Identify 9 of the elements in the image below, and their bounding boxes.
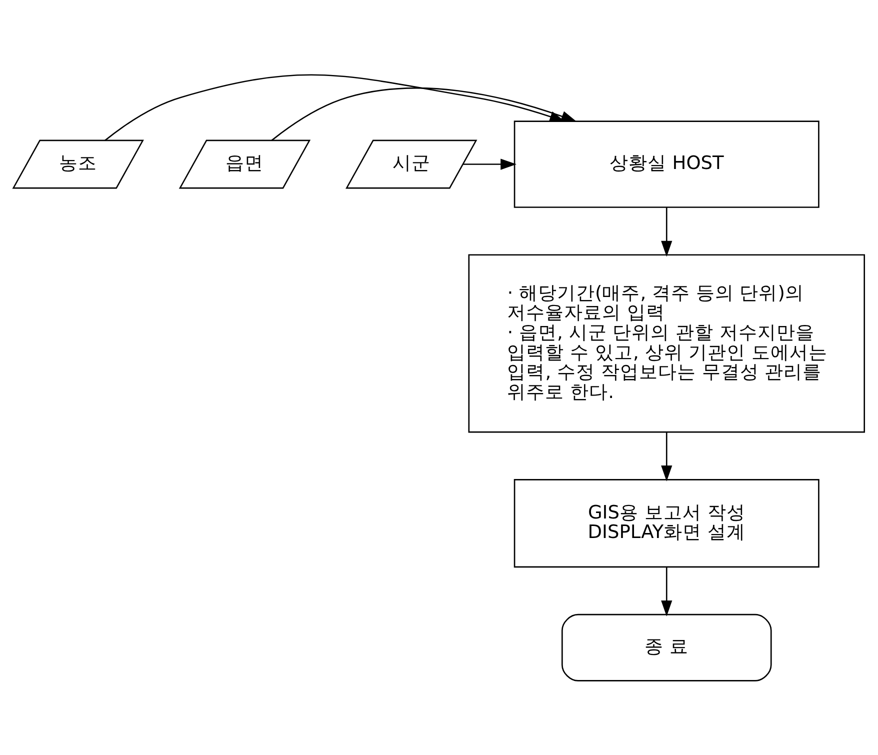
arrow xyxy=(661,207,672,257)
node-box: · 해당기간(매주, 격주 등의 단위)의 저수율자료의 입력 · 읍면, 시군 단위의 관할 저수지만을 입력할 수 있고, 상위 기관인 도에서는 입력, 수정 작업보다는 무결성 관리를 위주로 한다. xyxy=(468,254,865,433)
arrow xyxy=(271,87,577,141)
arrow xyxy=(661,567,672,616)
node-box: GIS용 보고서 작성 DISPLAY화면 설계 xyxy=(514,479,820,568)
arrow xyxy=(661,432,672,482)
arrow xyxy=(463,158,516,170)
node-box: 종 료 xyxy=(561,614,772,682)
node-box: 상황실 HOST xyxy=(514,120,820,208)
